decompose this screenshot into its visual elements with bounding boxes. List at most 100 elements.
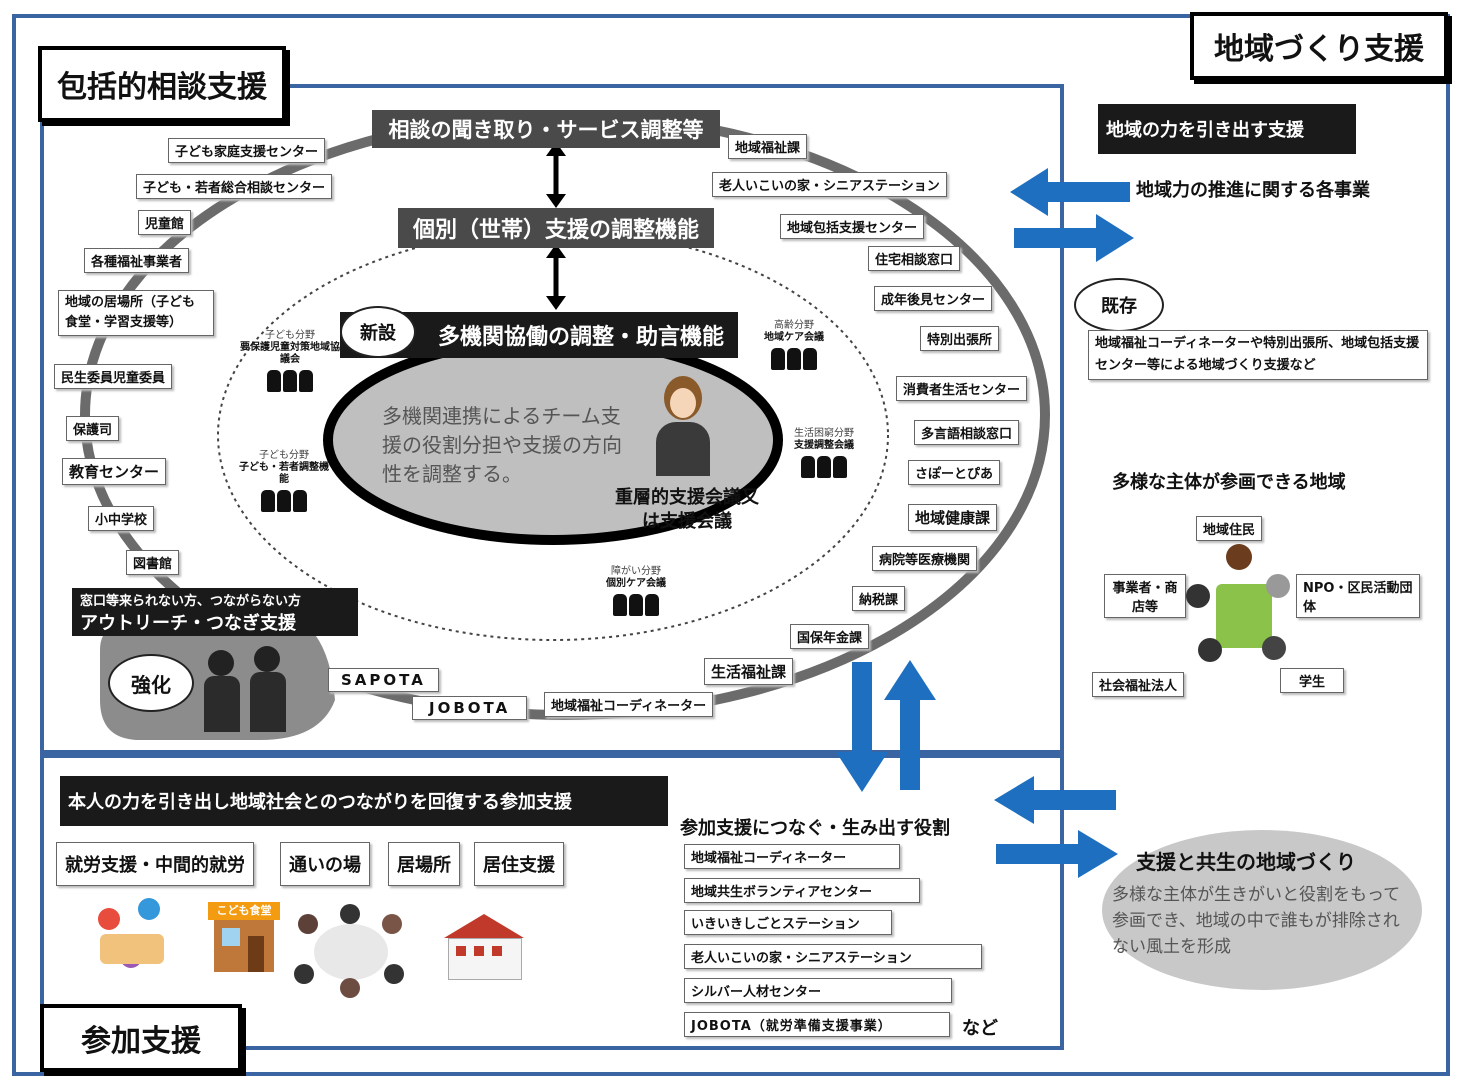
individual-bar: 個別（世帯）支援の調整機能 <box>398 208 714 248</box>
outer-frame <box>12 14 1450 1076</box>
meeting-label: 重層的支援会議又は支援会議 <box>615 487 759 532</box>
participation-type: 就労支援・中間的就労 <box>56 842 254 886</box>
comprehensive-title: 包括的相談支援 <box>38 46 286 122</box>
role-item: シルバー人材センター <box>684 978 952 1003</box>
ring-right-item: 特別出張所 <box>920 326 1000 351</box>
ring-left-item: 子ども家庭支援センター <box>168 138 326 163</box>
ring-left-item: 地域の居場所（子ども食堂・学習支援等） <box>58 290 214 336</box>
ring-right-item: 地域福祉課 <box>728 134 808 159</box>
meeting-field: 子ども分野 <box>259 450 309 461</box>
multi-agency-label: 多機関協働の調整・助言機能 <box>437 325 724 350</box>
meeting-field: 高齢分野 <box>774 320 814 331</box>
ring-right-item: さぽーとぴあ <box>908 460 1001 485</box>
blue-arrow-right-top <box>1014 214 1134 262</box>
blue-arrow-up <box>884 660 936 790</box>
ring-left-item: 小中学校 <box>88 506 155 531</box>
ring-right-item: 生活福祉課 <box>704 658 794 685</box>
meeting-field: 障がい分野 <box>611 566 661 577</box>
arrow-2-head-down <box>546 296 566 310</box>
avatar-face <box>670 388 696 418</box>
listening-bar: 相談の聞き取り・サービス調整等 <box>372 110 720 148</box>
ring-bottom-coordinator: 地域福祉コーディネーター <box>544 692 714 717</box>
participation-frame <box>40 754 1064 1050</box>
diverse-title: 多様な主体が参画できる地域 <box>1112 472 1346 493</box>
ring-right-item: 消費者生活センター <box>896 376 1028 401</box>
kodomo-sign: こども食堂 <box>208 902 280 920</box>
meeting-name: 個別ケア会議 <box>606 578 666 589</box>
participation-type: 居住支援 <box>474 842 564 886</box>
meeting-field: 生活困窮分野 <box>794 428 854 439</box>
community-header: 地域の力を引き出す支援 <box>1098 104 1356 154</box>
new-badge: 新設 <box>340 306 416 358</box>
meeting-disability: 障がい分野 個別ケア会議 <box>588 566 684 620</box>
existing-text: 地域福祉コーディネーターや特別出張所、地域包括支援センター等による地域づくり支援… <box>1088 330 1428 380</box>
blue-arrow-left-bottom <box>994 776 1116 824</box>
existing-badge: 既存 <box>1074 278 1164 332</box>
people-icon <box>588 594 684 620</box>
ring-left-item: 子ども・若者総合相談センター <box>136 174 333 199</box>
meeting-name: 要保護児童対策地域協議会 <box>240 342 340 365</box>
role-item: JOBOTA（就労準備支援事業） <box>684 1012 950 1037</box>
meeting-poverty: 生活困窮分野 支援調整会議 <box>776 428 872 482</box>
outreach-staff-icon <box>204 646 300 738</box>
house-illustration <box>440 914 530 980</box>
ring-right-item: 老人いこいの家・シニアステーション <box>712 172 947 197</box>
comprehensive-frame <box>40 84 1064 754</box>
participation-title: 参加支援 <box>40 1004 242 1072</box>
ring-bottom-sapota: SAPOTA <box>328 668 439 692</box>
people-icon <box>746 348 842 374</box>
outreach-subtitle: 窓口等来られない方、つながらない方 <box>80 593 302 609</box>
ring-left-item: 保護司 <box>66 416 120 441</box>
coordinator-avatar <box>652 376 714 476</box>
community-projects: 地域力の推進に関する各事業 <box>1136 180 1370 201</box>
workers-illustration <box>90 898 174 994</box>
ring-left-item: 教育センター <box>62 458 167 485</box>
ring-right-item: 国保年金課 <box>790 624 870 649</box>
meeting-youth: 子ども分野 子ども・若者調整機能 <box>236 450 332 516</box>
actor-residents: 地域住民 <box>1196 516 1263 541</box>
outreach-label: 窓口等来られない方、つながらない方 アウトリーチ・つなぎ支援 <box>72 588 358 636</box>
avatar-body <box>656 422 710 476</box>
meeting-name: 子ども・若者調整機能 <box>239 462 329 485</box>
ring-left-item: 各種福祉事業者 <box>84 248 190 273</box>
participation-type: 通いの場 <box>280 842 370 886</box>
people-icon <box>236 490 332 516</box>
roles-etc: など <box>962 1018 998 1039</box>
role-item: 老人いこいの家・シニアステーション <box>684 944 982 969</box>
meeting-elderly: 高齢分野 地域ケア会議 <box>746 320 842 374</box>
coexistence-text: 多様な主体が生きがいと役割をもって参画でき、地域の中で誰もが排除されない風土を形… <box>1112 885 1401 957</box>
ring-right-item: 多言語相談窓口 <box>914 420 1020 445</box>
meeting-name: 地域ケア会議 <box>764 332 824 343</box>
participation-type: 居場所 <box>388 842 460 886</box>
coexistence-ellipse <box>1102 830 1422 990</box>
role-item: 地域福祉コーディネーター <box>684 844 900 869</box>
arrow-1-head-down <box>546 194 566 208</box>
ring-right-item: 病院等医療機関 <box>872 546 978 571</box>
community-title: 地域づくり支援 <box>1190 12 1448 80</box>
strengthen-badge: 強化 <box>108 654 194 712</box>
participation-header: 本人の力を引き出し地域社会とのつながりを回復する参加支援 <box>60 776 668 826</box>
actor-students: 学生 <box>1280 668 1345 693</box>
team-text: 多機関連携によるチーム支援の役割分担や支援の方向性を調整する。 <box>382 404 622 486</box>
arrow-2-head-up <box>546 244 566 258</box>
outreach-title: アウトリーチ・つなぎ支援 <box>80 612 296 634</box>
ring-right-item: 住宅相談窓口 <box>868 246 961 271</box>
actor-npo: NPO・区民活動団体 <box>1296 574 1420 618</box>
ring-left-item: 児童館 <box>138 210 192 235</box>
meeting-name: 支援調整会議 <box>794 440 854 451</box>
ring-right-item: 成年後見センター <box>874 286 993 311</box>
ring-left-item: 民生委員児童委員 <box>54 364 173 389</box>
actor-social-welfare: 社会福祉法人 <box>1092 672 1185 697</box>
blue-arrow-down <box>836 662 888 792</box>
actor-business: 事業者・商店等 <box>1104 574 1186 618</box>
kodomo-shokudo-illustration: こども食堂 <box>208 902 280 972</box>
role-item: 地域共生ボランティアセンター <box>684 878 920 903</box>
ring-right-item: 納税課 <box>852 586 906 611</box>
blue-arrow-left-top <box>1010 168 1130 216</box>
role-title: 参加支援につなぐ・生み出す役割 <box>680 818 950 839</box>
ring-right-item: 地域健康課 <box>908 504 998 531</box>
people-icon <box>776 456 872 482</box>
blue-arrow-right-bottom <box>996 830 1118 878</box>
meeting-child-protection: 子ども分野 要保護児童対策地域協議会 <box>238 330 342 396</box>
ring-right-item: 地域包括支援センター <box>780 214 925 239</box>
